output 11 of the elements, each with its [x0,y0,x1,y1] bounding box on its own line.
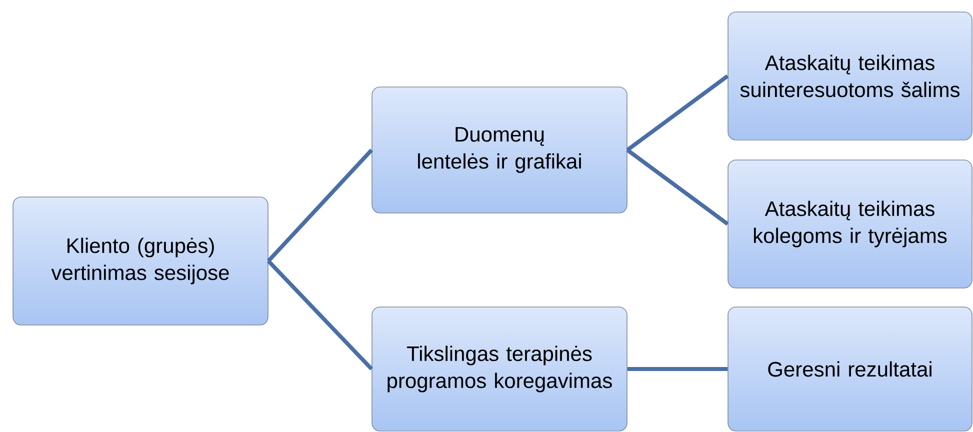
process-box: Geresni rezultatai [728,306,972,432]
process-box: Tikslingas terapinės programos koregavimas [372,306,628,432]
process-box: Duomenų lentelės ir grafikai [372,86,628,214]
connector-line [626,74,729,152]
connector-line [266,260,374,370]
process-box: Kliento (grupės) vertinimas sesijose [12,196,268,326]
process-box: Ataskaitų teikimas suinteresuotoms šalims [728,12,972,140]
connector-line [626,148,729,226]
connector-line [266,148,374,262]
process-box: Ataskaitų teikimas kolegoms ir tyrėjams [728,160,972,288]
connector-line [627,367,728,371]
